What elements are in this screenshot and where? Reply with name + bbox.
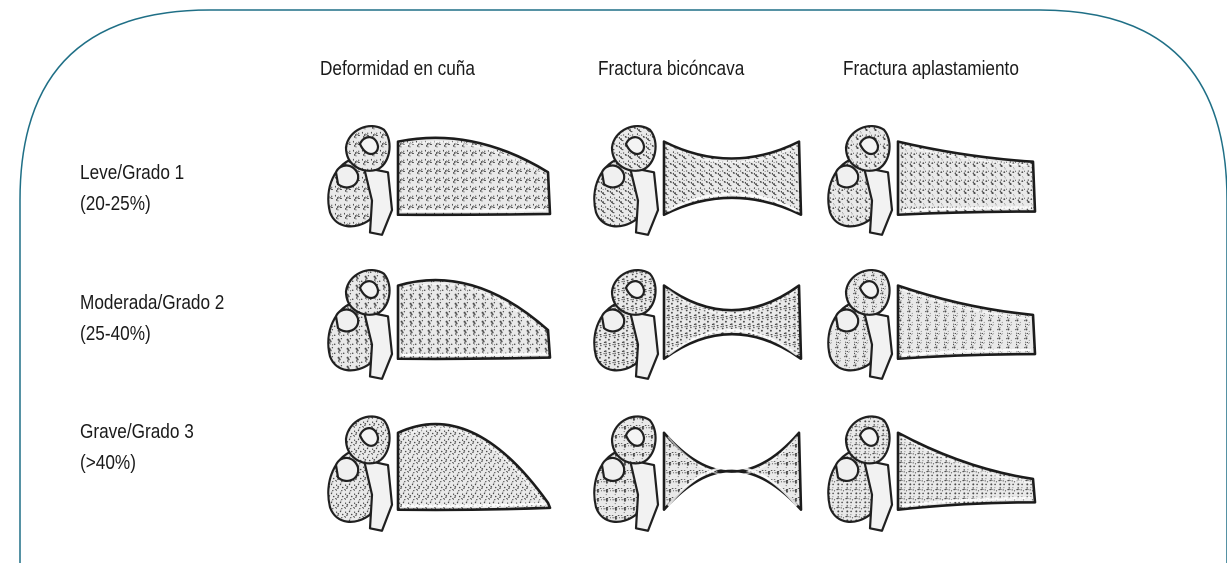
vertebra-biconcave-severe: [584, 408, 809, 532]
vertebra-wedge-severe: [318, 408, 558, 532]
posterior-arch: [594, 416, 658, 530]
vertebral-body: [398, 138, 550, 215]
column-title-biconcave: Fractura bicóncava: [598, 58, 744, 81]
row-label-severe-range: (>40%): [80, 448, 194, 479]
vertebra-crush-severe: [818, 408, 1043, 532]
vertebra-wedge-moderate: [318, 262, 558, 380]
row-label-moderate-grade: Moderada/Grado 2: [80, 288, 224, 319]
row-label-moderate: Moderada/Grado 2 (25-40%): [80, 288, 224, 350]
posterior-arch: [328, 126, 392, 235]
row-label-mild: Leve/Grado 1 (20-25%): [80, 158, 184, 220]
vertebral-body: [664, 433, 801, 510]
posterior-arch: [594, 126, 658, 235]
vertebra-biconcave-moderate: [584, 262, 809, 380]
row-label-mild-range: (20-25%): [80, 189, 184, 220]
vertebra-crush-moderate: [818, 262, 1043, 380]
posterior-arch: [828, 270, 892, 379]
vertebral-body: [898, 286, 1035, 359]
column-title-wedge: Deformidad en cuña: [320, 58, 475, 81]
posterior-arch: [828, 416, 892, 530]
vertebra-biconcave-mild: [584, 118, 809, 236]
vertebral-body: [898, 142, 1035, 215]
posterior-arch: [328, 270, 392, 379]
row-label-severe: Grave/Grado 3 (>40%): [80, 417, 194, 479]
row-label-severe-grade: Grave/Grado 3: [80, 417, 194, 448]
posterior-arch: [328, 416, 392, 530]
vertebra-wedge-mild: [318, 118, 558, 236]
vertebra-crush-mild: [818, 118, 1043, 236]
vertebral-body: [398, 280, 550, 359]
posterior-arch: [828, 126, 892, 235]
vertebral-body: [664, 286, 801, 359]
column-title-crush: Fractura aplastamiento: [843, 58, 1019, 81]
row-label-mild-grade: Leve/Grado 1: [80, 158, 184, 189]
row-label-moderate-range: (25-40%): [80, 319, 224, 350]
posterior-arch: [594, 270, 658, 379]
